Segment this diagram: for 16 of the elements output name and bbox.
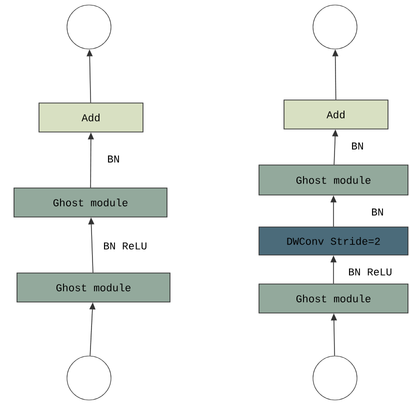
layer-box: Ghost module: [258, 284, 408, 314]
circle-node: [312, 4, 358, 50]
circle-node: [66, 356, 112, 400]
layer-box: Ghost module: [16, 272, 170, 302]
edge-label: BN: [352, 142, 363, 150]
circle-node: [312, 356, 358, 400]
edge-label: BN: [108, 156, 119, 162]
layer-box: Ghost module: [14, 188, 168, 218]
layer-box: Ghost module: [258, 164, 408, 196]
edge-label: BN ReLU: [104, 242, 146, 250]
layer-box: DWConv Stride=2: [258, 226, 408, 256]
circle-node: [66, 4, 112, 50]
layer-box: Add: [38, 102, 144, 132]
layer-box: Add: [284, 100, 388, 130]
edge-label: BN ReLU: [349, 268, 392, 276]
edge-label: BN: [372, 208, 383, 216]
